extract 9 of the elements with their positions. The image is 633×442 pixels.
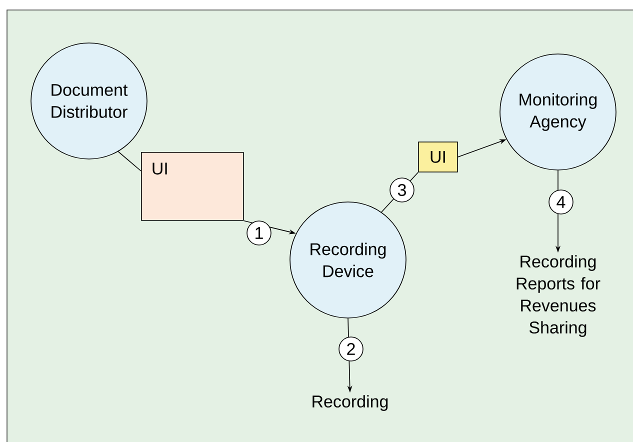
output-text: Recording xyxy=(312,395,388,411)
step-number: 1 xyxy=(246,220,272,246)
interface-box: UI xyxy=(141,152,244,221)
output-text: Recording Reports for Revenues Sharing xyxy=(516,255,600,337)
connector-line xyxy=(118,151,142,172)
interface-box: UI xyxy=(418,142,458,172)
step-number: 4 xyxy=(548,190,574,214)
step-number: 3 xyxy=(390,178,414,202)
step-number: 2 xyxy=(338,336,364,362)
